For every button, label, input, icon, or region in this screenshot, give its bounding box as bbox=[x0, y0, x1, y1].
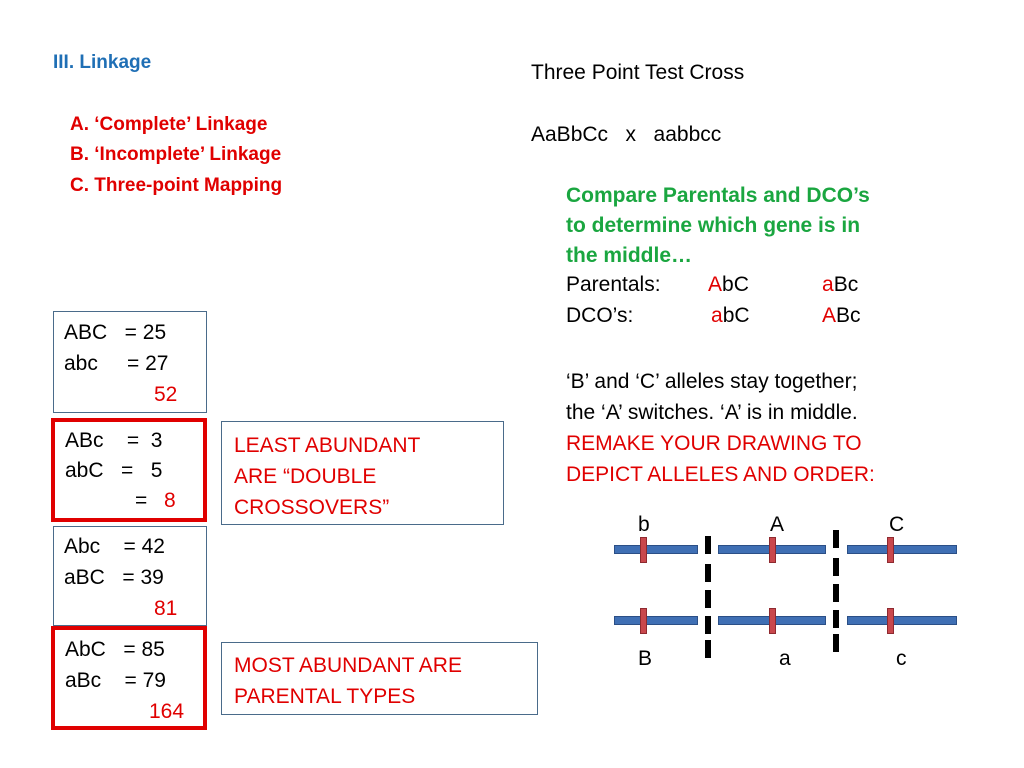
bottom-locus-label-1: B bbox=[638, 647, 653, 670]
group4-sum: 164 bbox=[149, 700, 185, 723]
top-chromosome-segment-1 bbox=[614, 545, 698, 554]
bottom-locus-mark-b bbox=[640, 608, 647, 634]
group-box-double-crossover: ABc = 3 abC = 5 = 8 bbox=[51, 418, 207, 522]
parentals-g2-allele: a bbox=[822, 273, 834, 296]
group4-line-1: AbC = 85 bbox=[65, 638, 165, 661]
dcos-genotype-1: abC bbox=[711, 304, 750, 328]
group1-line-2: abc = 27 bbox=[64, 352, 169, 375]
bottom-locus-mark-c bbox=[887, 608, 894, 634]
callout-parental-line-1: MOST ABUNDANT ARE bbox=[234, 654, 462, 677]
group1-sum: 52 bbox=[154, 383, 178, 406]
parentals-genotype-2: aBc bbox=[822, 273, 858, 297]
top-locus-mark-a bbox=[769, 537, 776, 563]
outline-item-c: C. Three-point Mapping bbox=[70, 175, 283, 196]
group3-sum: 81 bbox=[154, 597, 178, 620]
group2-sum: 8 bbox=[164, 489, 176, 512]
group2-sum-prefix: = bbox=[135, 489, 148, 512]
bottom-locus-mark-a bbox=[769, 608, 776, 634]
parentals-g1-allele: A bbox=[708, 273, 723, 296]
outline-item-a: A. ‘Complete’ Linkage bbox=[70, 114, 268, 135]
callout-parental-line-2: PARENTAL TYPES bbox=[234, 685, 416, 708]
dcos-genotype-2: ABc bbox=[822, 304, 861, 328]
dcos-label: DCO’s: bbox=[566, 304, 634, 327]
remake-line-1: REMAKE YOUR DRAWING TO bbox=[566, 432, 862, 455]
outline-item-b: B. ‘Incomplete’ Linkage bbox=[70, 144, 282, 165]
group4-line-2: aBc = 79 bbox=[65, 669, 166, 692]
conclusion-line-1: ‘B’ and ‘C’ alleles stay together; bbox=[566, 370, 858, 393]
conclusion-text: ‘B’ and ‘C’ alleles stay together; the ‘… bbox=[566, 366, 875, 490]
top-locus-mark-b bbox=[640, 537, 647, 563]
remake-line-2: DEPICT ALLELES AND ORDER: bbox=[566, 463, 875, 486]
group-box-parental-abc: ABC = 25 abc = 27 52 bbox=[53, 311, 207, 413]
top-chromosome-segment-3 bbox=[847, 545, 957, 554]
cross-genotypes: AaBbCc x aabbcc bbox=[531, 123, 722, 146]
dcos-g2-rest: Bc bbox=[836, 304, 861, 327]
group1-line-1: ABC = 25 bbox=[64, 321, 167, 344]
group-box-parental-types: AbC = 85 aBc = 79 164 bbox=[51, 626, 207, 730]
bottom-locus-label-2: a bbox=[779, 647, 791, 670]
dcos-g1-rest: bC bbox=[722, 304, 750, 327]
callout-dco-line-3: CROSSOVERS” bbox=[234, 496, 390, 519]
compare-line-2: to determine which gene is in bbox=[566, 214, 861, 237]
parentals-label: Parentals: bbox=[566, 273, 661, 296]
compare-line-3: the middle… bbox=[566, 244, 693, 267]
bottom-chromosome-segment-3 bbox=[847, 616, 957, 625]
parentals-g1-rest: bC bbox=[722, 273, 749, 296]
group2-line-1: ABc = 3 bbox=[65, 429, 163, 452]
top-locus-label-1: b bbox=[638, 513, 650, 536]
section-heading: III. Linkage bbox=[53, 52, 152, 73]
callout-dco-line-1: LEAST ABUNDANT bbox=[234, 434, 421, 457]
group3-line-2: aBC = 39 bbox=[64, 566, 164, 589]
top-locus-label-2: A bbox=[770, 513, 785, 536]
top-locus-label-3: C bbox=[889, 513, 905, 536]
group2-line-2: abC = 5 bbox=[65, 459, 163, 482]
conclusion-line-2: the ‘A’ switches. ‘A’ is in middle. bbox=[566, 401, 858, 424]
top-locus-mark-c bbox=[887, 537, 894, 563]
parentals-genotype-1: AbC bbox=[708, 273, 749, 297]
bottom-chromosome-segment-1 bbox=[614, 616, 698, 625]
group3-line-1: Abc = 42 bbox=[64, 535, 165, 558]
cross-title: Three Point Test Cross bbox=[531, 61, 745, 84]
bottom-locus-label-3: c bbox=[896, 647, 907, 670]
dcos-g1-allele: a bbox=[711, 304, 723, 327]
callout-parental-types: MOST ABUNDANT ARE PARENTAL TYPES bbox=[221, 642, 538, 715]
compare-line-1: Compare Parentals and DCO’s bbox=[566, 184, 870, 207]
dcos-g2-allele: A bbox=[822, 304, 837, 327]
group-box-single-crossover: Abc = 42 aBC = 39 81 bbox=[53, 526, 207, 626]
parentals-g2-rest: Bc bbox=[833, 273, 859, 296]
callout-dco-line-2: ARE “DOUBLE bbox=[234, 465, 377, 488]
compare-text: Compare Parentals and DCO’s to determine… bbox=[566, 181, 870, 271]
callout-double-crossovers: LEAST ABUNDANT ARE “DOUBLE CROSSOVERS” bbox=[221, 421, 504, 525]
